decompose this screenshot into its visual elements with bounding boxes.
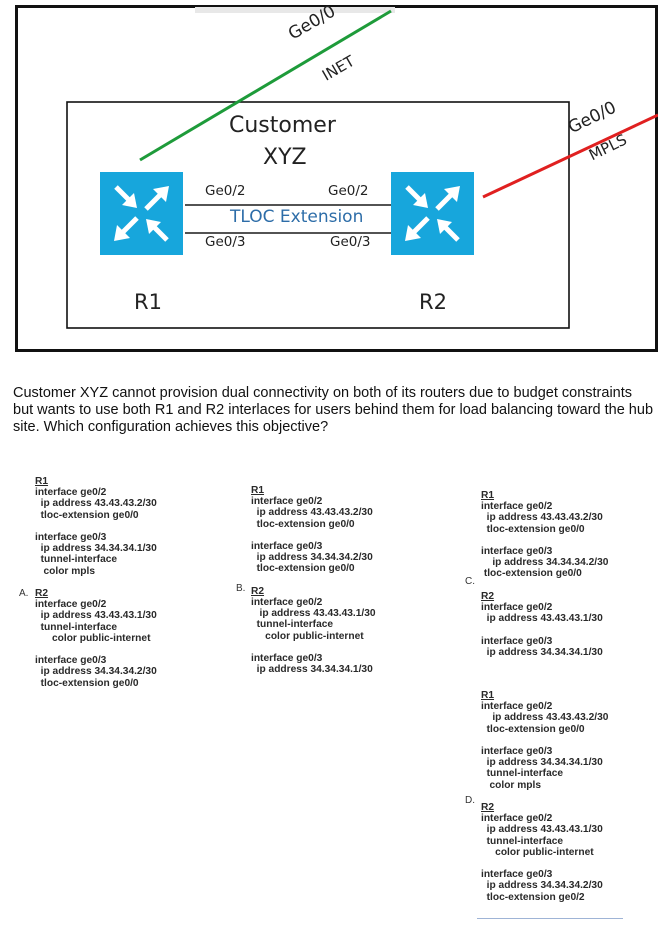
config-blank-line <box>481 858 608 869</box>
option-a-letter[interactable]: A. <box>19 588 29 599</box>
router-r1-icon <box>100 172 183 255</box>
config-line: interface ge0/3 <box>35 532 107 544</box>
option-c-letter[interactable]: C. <box>465 576 475 587</box>
r1-label: R1 <box>134 290 162 314</box>
config-line: tunnel-interface <box>251 619 334 631</box>
config-line: color public-internet <box>251 630 364 642</box>
config-line: tloc-extension ge0/0 <box>35 509 139 521</box>
config-blank-line <box>35 521 157 532</box>
config-line: ip address 43.43.43.2/30 <box>481 512 603 524</box>
config-line: tloc-extension ge0/0 <box>481 723 585 735</box>
config-line: interface ge0/3 <box>251 653 323 665</box>
config-line: interface ge0/3 <box>481 746 553 758</box>
config-line: tloc-extension ge0/0 <box>481 568 582 580</box>
config-line: R1 <box>35 476 49 487</box>
config-line: ip address 43.43.43.1/30 <box>481 613 603 625</box>
config-line: interface ge0/2 <box>35 487 107 499</box>
config-line: ip address 34.34.34.2/30 <box>251 552 373 564</box>
config-blank-line <box>251 530 376 541</box>
config-line: tunnel-interface <box>35 554 118 566</box>
config-line: ip address 43.43.43.2/30 <box>481 712 609 724</box>
config-line: R1 <box>481 690 495 701</box>
config-line: ip address 34.34.34.1/30 <box>481 646 603 658</box>
top-fade-strip <box>195 7 395 13</box>
inet-link <box>139 9 392 162</box>
config-line: R1 <box>251 485 265 496</box>
config-line: ip address 43.43.43.2/30 <box>251 507 373 519</box>
config-line: tloc-extension ge0/0 <box>251 563 355 575</box>
config-line: R2 <box>35 588 49 600</box>
question-text: Customer XYZ cannot provision dual conne… <box>13 385 654 435</box>
config-line: tunnel-interface <box>481 768 564 780</box>
config-blank-line <box>481 735 608 746</box>
option-b-letter[interactable]: B. <box>236 583 246 594</box>
tloc-extension-label: TLOC Extension <box>230 207 364 227</box>
config-line: interface ge0/3 <box>481 635 553 647</box>
config-line: tloc-extension ge0/0 <box>251 518 355 530</box>
config-line: R2 <box>481 802 495 814</box>
customer-title-line1: Customer <box>229 113 336 138</box>
config-line: ip address 43.43.43.1/30 <box>35 610 157 622</box>
config-line: ip address 43.43.43.1/30 <box>481 824 603 836</box>
config-line: color mpls <box>481 779 542 791</box>
config-line: tunnel-interface <box>35 621 118 633</box>
r1-port-bottom-label: Ge0/3 <box>205 234 246 250</box>
customer-title-line2: XYZ <box>263 145 307 170</box>
config-line: interface ge0/3 <box>481 546 553 558</box>
bottom-rule <box>477 918 623 919</box>
config-line: interface ge0/3 <box>251 541 323 553</box>
config-line: R2 <box>481 590 495 602</box>
router-r2-icon <box>391 172 474 255</box>
config-line: color mpls <box>35 565 96 577</box>
config-line: interface ge0/2 <box>251 496 323 508</box>
config-line: ip address 34.34.34.1/30 <box>35 543 157 555</box>
config-blank-line <box>251 642 376 653</box>
config-line: interface ge0/2 <box>481 501 553 513</box>
config-blank-line <box>35 577 157 588</box>
config-line: interface ge0/3 <box>35 655 107 667</box>
config-line: tloc-extension ge0/0 <box>35 677 139 689</box>
config-line: interface ge0/2 <box>481 602 553 614</box>
config-line: ip address 43.43.43.2/30 <box>35 498 157 510</box>
config-blank-line <box>251 575 376 586</box>
config-line: color public-internet <box>481 846 594 858</box>
config-line: R2 <box>251 585 265 597</box>
config-line: ip address 34.34.34.2/30 <box>481 557 609 569</box>
config-line: R1 <box>481 490 495 501</box>
config-line: ip address 34.34.34.2/30 <box>35 666 157 678</box>
option-d-letter[interactable]: D. <box>465 795 475 806</box>
config-blank-line <box>481 791 608 802</box>
config-line: interface ge0/2 <box>481 813 553 825</box>
config-line: tloc-extension ge0/0 <box>481 523 585 535</box>
network-diagram: Ge0/0 INET Ge0/0 MPLS Customer XYZ Ge0/2… <box>15 2 658 352</box>
config-line: tloc-extension ge0/2 <box>481 891 585 903</box>
config-blank-line <box>35 644 157 655</box>
config-line: ip address 43.43.43.1/30 <box>251 608 376 620</box>
config-line: ip address 34.34.34.2/30 <box>481 880 603 892</box>
config-line: interface ge0/2 <box>251 597 323 609</box>
r1-port-top-label: Ge0/2 <box>205 183 246 199</box>
config-line: ip address 34.34.34.1/30 <box>481 757 603 769</box>
r2-port-top-label: Ge0/2 <box>328 183 369 199</box>
r2-label: R2 <box>419 290 447 314</box>
config-line: color public-internet <box>35 632 151 644</box>
config-line: interface ge0/2 <box>35 599 107 611</box>
config-line: ip address 34.34.34.1/30 <box>251 664 373 676</box>
config-blank-line <box>481 580 608 591</box>
config-line: tunnel-interface <box>481 835 564 847</box>
config-line: interface ge0/3 <box>481 869 553 881</box>
config-blank-line <box>481 535 608 546</box>
customer-box <box>66 101 570 329</box>
config-line: interface ge0/2 <box>481 701 553 713</box>
r2-port-bottom-label: Ge0/3 <box>330 234 371 250</box>
diagram-graphics <box>15 5 658 352</box>
mpls-link <box>482 113 658 199</box>
config-blank-line <box>481 624 608 635</box>
